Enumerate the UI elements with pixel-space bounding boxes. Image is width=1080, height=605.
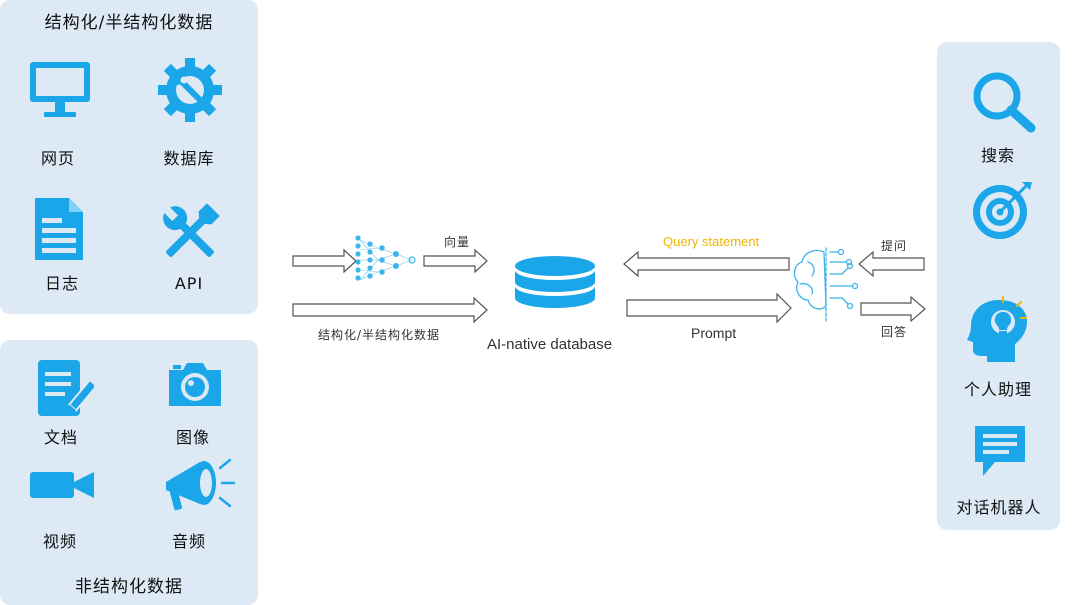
- chatbot-label: 对话机器人: [956, 498, 1042, 517]
- tools-icon: [163, 203, 220, 257]
- document-label: 文档: [43, 428, 78, 447]
- gear-wrench-icon: [158, 58, 222, 122]
- arrow-answer: [860, 295, 926, 323]
- arrow-ask: [858, 250, 925, 278]
- arrow-structured: [292, 296, 488, 324]
- webpage-label: 网页: [40, 149, 75, 168]
- brain-circuit-icon: [793, 247, 859, 323]
- image-label: 图像: [175, 428, 210, 447]
- chat-icon: [975, 426, 1025, 476]
- target-icon: [973, 182, 1032, 239]
- applications-panel: 搜索 个人助理 对话机器人: [937, 42, 1060, 530]
- arrow-prompt: [626, 292, 792, 324]
- database-label: 数据库: [163, 149, 215, 168]
- query-statement-label: Query statement: [663, 234, 760, 249]
- arrow-query: [623, 250, 790, 278]
- camera-icon: [169, 363, 221, 406]
- answer-label: 回答: [881, 325, 908, 339]
- api-label: API: [174, 274, 204, 293]
- unstructured-data-panel: 文档 图像 视频 音频 非结构化数据: [0, 340, 258, 605]
- structured-flow-label: 结构化/半结构化数据: [318, 328, 441, 342]
- arrow-vector: [423, 248, 488, 274]
- ask-label: 提问: [881, 239, 908, 253]
- structured-data-panel: 结构化/半结构化数据 网页 数据库: [0, 0, 258, 314]
- prompt-label: Prompt: [691, 325, 737, 341]
- unstructured-data-title: 非结构化数据: [75, 577, 183, 597]
- document-edit-icon: [38, 360, 94, 416]
- neural-network-icon: [355, 235, 416, 281]
- database-icon: [515, 256, 595, 308]
- log-label: 日志: [44, 274, 79, 293]
- personal-assistant-label: 个人助理: [963, 380, 1032, 399]
- database-caption: AI-native database: [487, 336, 613, 353]
- structured-data-title: 结构化/半结构化数据: [44, 13, 214, 33]
- head-idea-icon: [967, 296, 1027, 362]
- search-label: 搜索: [980, 146, 1015, 165]
- vector-label: 向量: [444, 235, 471, 249]
- arrow-to-network: [292, 248, 357, 274]
- audio-label: 音频: [171, 532, 206, 551]
- video-camera-icon: [30, 472, 94, 498]
- video-label: 视频: [42, 532, 77, 551]
- search-icon: [973, 72, 1036, 133]
- monitor-icon: [30, 62, 90, 117]
- megaphone-icon: [166, 458, 236, 511]
- document-icon: [35, 198, 83, 260]
